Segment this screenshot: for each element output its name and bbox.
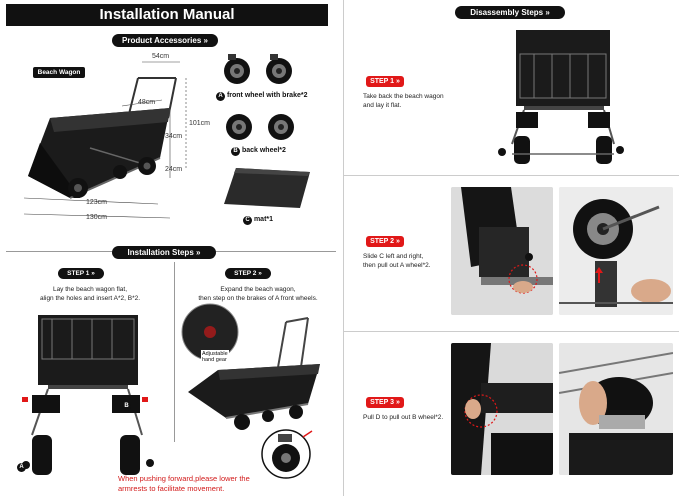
- callout-line1: Adjustable: [202, 351, 228, 357]
- disassembly-step1-line2: and lay it flat.: [363, 102, 402, 109]
- install-step2-badge: STEP 2 »: [225, 268, 271, 279]
- disassembly-step1-badge: STEP 1 »: [366, 76, 404, 87]
- double-arrow-right-icon: »: [91, 270, 95, 277]
- letter-b-badge: B: [231, 147, 240, 156]
- chevron-double-down-icon: »: [203, 36, 208, 45]
- front-wheel-text: front wheel with brake*2: [226, 92, 308, 99]
- disassembly-step3-photo-left: [451, 343, 553, 475]
- marker-a-text: A: [17, 463, 26, 472]
- mat-text: mat*1: [253, 216, 274, 223]
- mat-label: C mat*1: [243, 216, 273, 225]
- disassembly-step2-text: Slide C left and right, then pull out A …: [363, 252, 453, 270]
- install-step1-badge: STEP 1 »: [58, 268, 104, 279]
- install-step1-label: STEP 1: [67, 270, 90, 277]
- beach-wagon-label: Beach Wagon: [33, 67, 85, 78]
- dim-height-body: 34cm: [165, 133, 183, 140]
- title-text: Installation Manual: [99, 6, 235, 23]
- disassembly-step3-badge: STEP 3 »: [366, 397, 404, 408]
- chevron-double-down-icon: »: [196, 248, 201, 257]
- letter-c-badge: C: [243, 216, 252, 225]
- install-vertical-divider: [174, 262, 175, 442]
- letter-a-badge: A: [216, 92, 225, 101]
- install-step1-text: Lay the beach wagon flat, align the hole…: [10, 285, 170, 303]
- installation-steps-heading: Installation Steps »: [112, 246, 216, 259]
- marker-b-text: B: [122, 402, 131, 411]
- install-step2-line1: Expand the beach wagon,: [220, 286, 296, 293]
- installation-steps-text: Installation Steps: [127, 248, 194, 257]
- disassembly-divider-2: [344, 331, 679, 332]
- double-arrow-right-icon: »: [396, 399, 400, 406]
- callout-line2: hand gear: [202, 357, 227, 363]
- back-wheel-text: back wheel*2: [241, 147, 286, 154]
- install-step1-line2: align the holes and insert A*2, B*2.: [39, 295, 141, 302]
- dim-length-total: 130cm: [86, 214, 108, 221]
- beach-wagon-text: Beach Wagon: [37, 69, 81, 76]
- disassembly-step3-label: STEP 3: [370, 399, 395, 406]
- dim-inner-width: 48cm: [138, 99, 156, 106]
- warning-line2: armrests to facilitate movement.: [118, 484, 225, 493]
- disassembly-steps-text: Disassembly Steps: [470, 8, 544, 17]
- disassembly-step3-text: Pull D to pull out B wheel*2.: [363, 413, 453, 422]
- disassembly-step2-badge: STEP 2 »: [366, 236, 404, 247]
- install-step2-label: STEP 2: [234, 270, 257, 277]
- front-wheel-icons: [224, 54, 292, 84]
- install-marker-b: B: [122, 394, 131, 412]
- product-accessories-heading: Product Accessories »: [112, 34, 218, 47]
- install-step1-illustration: [22, 315, 154, 475]
- push-forward-warning: When pushing forward,please lower the ar…: [118, 474, 250, 494]
- disassembly-step2-line2: then pull out A wheel*2.: [363, 262, 431, 269]
- dim-height-total: 101cm: [189, 120, 211, 127]
- double-arrow-right-icon: »: [396, 78, 400, 85]
- front-wheel-label: A front wheel with brake*2: [216, 92, 307, 101]
- back-wheel-icons: [226, 114, 294, 140]
- dim-top-width: 54cm: [152, 53, 170, 60]
- disassembly-step1-text: Take back the beach wagon and lay it fla…: [363, 92, 453, 110]
- chevron-double-down-icon: »: [545, 8, 550, 17]
- dim-height-lower: 24cm: [165, 166, 183, 173]
- disassembly-step1-line1: Take back the beach wagon: [363, 93, 444, 100]
- disassembly-step3-photo-right: [559, 343, 673, 475]
- double-arrow-right-icon: »: [258, 270, 262, 277]
- install-marker-a: A: [17, 455, 26, 473]
- disassembly-steps-heading: Disassembly Steps »: [455, 6, 565, 19]
- back-wheel-label: B back wheel*2: [231, 147, 286, 156]
- double-arrow-right-icon: »: [396, 238, 400, 245]
- disassembly-step2-photo-right: [559, 187, 673, 315]
- disassembly-step1-illustration: [498, 30, 624, 164]
- wagon-illustration: [23, 61, 187, 219]
- product-accessories-text: Product Accessories: [122, 36, 202, 45]
- disassembly-step2-photo-left: [451, 187, 553, 315]
- disassembly-step1-label: STEP 1: [370, 78, 395, 85]
- installation-manual-title: Installation Manual: [6, 4, 328, 26]
- install-step1-line1: Lay the beach wagon flat,: [52, 286, 128, 293]
- disassembly-step2-label: STEP 2: [370, 238, 395, 245]
- center-divider: [343, 0, 344, 496]
- adjustable-hand-gear-callout: Adjustable hand gear: [201, 350, 229, 364]
- dim-length-body: 123cm: [86, 199, 108, 206]
- install-step2-illustration: [181, 303, 320, 479]
- warning-line1: When pushing forward,please lower the: [118, 474, 250, 483]
- install-step2-text: Expand the beach wagon, then step on the…: [178, 285, 338, 303]
- install-step2-line2: then step on the brakes of A front wheel…: [198, 295, 318, 302]
- disassembly-step2-line1: Slide C left and right,: [363, 253, 424, 260]
- disassembly-divider-1: [344, 175, 679, 176]
- mat-icon: [224, 168, 310, 208]
- disassembly-step3-line1: Pull D to pull out B wheel*2.: [363, 414, 444, 421]
